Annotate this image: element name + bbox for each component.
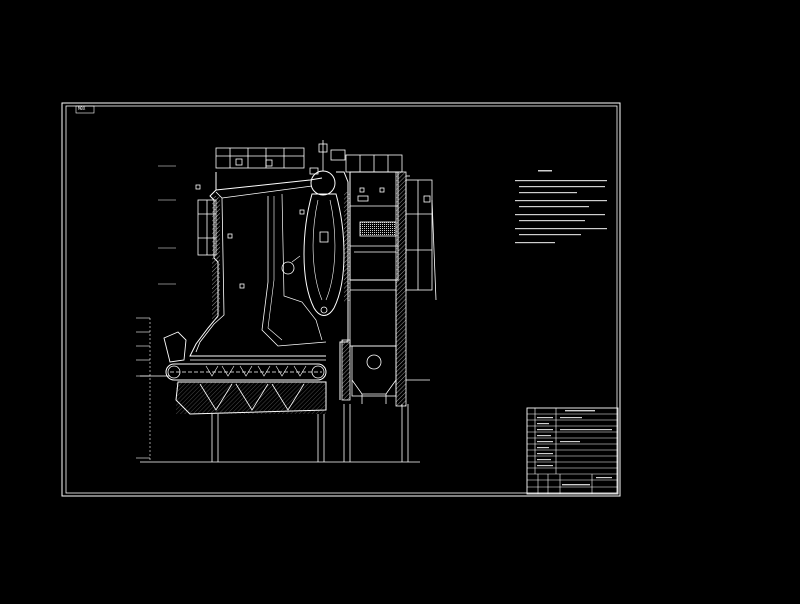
drawing-frame	[61, 102, 621, 497]
chain-grate	[165, 355, 327, 381]
elevation-markers	[136, 165, 176, 462]
boiler-section	[136, 140, 437, 463]
economizer-column	[349, 171, 407, 407]
right-frame	[405, 175, 437, 381]
sheet-tag: M0X	[78, 106, 86, 111]
design-notes	[515, 170, 607, 244]
coal-hopper	[163, 331, 187, 363]
steam-drum	[310, 170, 336, 196]
title-block	[526, 407, 619, 495]
riser-tube-bundle	[303, 193, 345, 316]
top-platforms	[215, 147, 403, 173]
ash-hoppers	[175, 381, 327, 415]
support-columns	[140, 404, 420, 463]
title-block-text	[537, 410, 612, 486]
